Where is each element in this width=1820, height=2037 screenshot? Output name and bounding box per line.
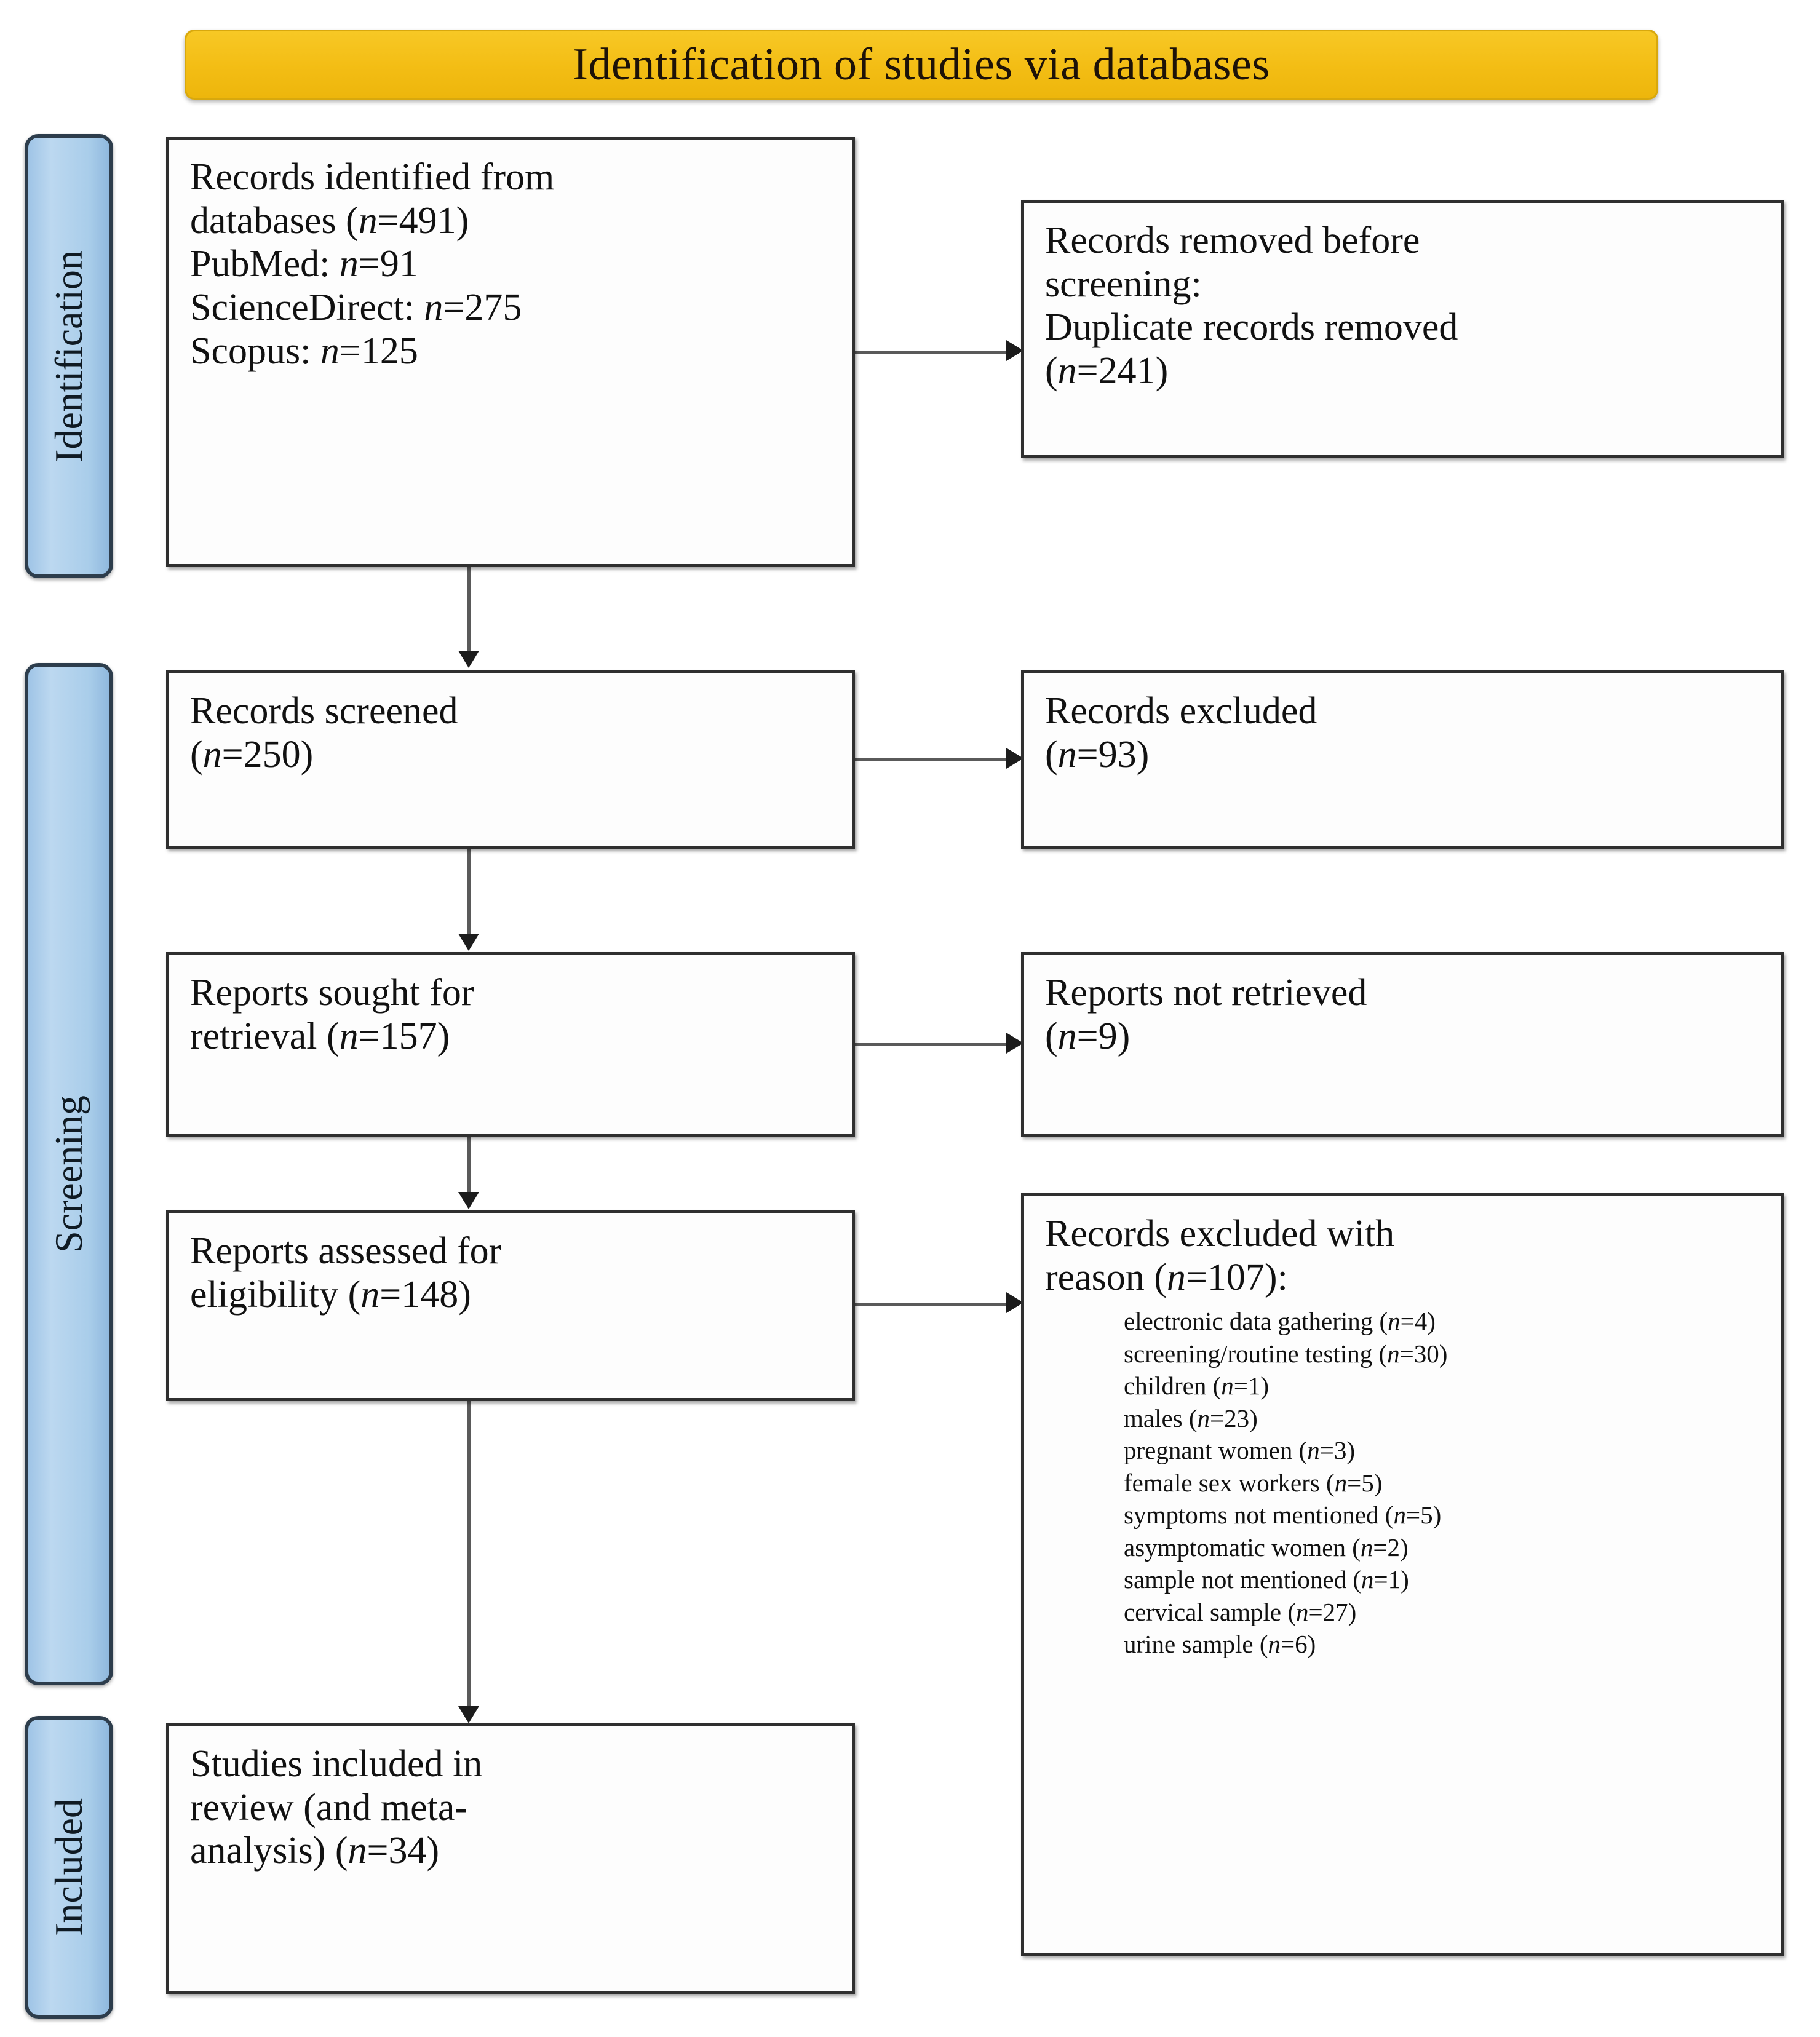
exclusion-reason-item: cervical sample (n=27) <box>1124 1597 1357 1626</box>
exclusion-reason-item: sample not mentioned (n=1) <box>1124 1565 1409 1594</box>
arrow-identified-to-screened <box>458 651 479 668</box>
box-records-excluded-with-reason-heading: Records excluded with reason (n=107): <box>1045 1213 1395 1298</box>
box-records-removed: Records removed before screening: Duplic… <box>1021 200 1784 458</box>
box-records-excluded-text: Records excluded (n=93) <box>1045 690 1317 776</box>
connector-screened-to-sought <box>467 849 471 936</box>
arrow-sought-to-assessed <box>458 1192 479 1209</box>
box-reports-sought-text: Reports sought for retrieval (n=157) <box>190 972 474 1057</box>
exclusion-reason-item: symptoms not mentioned (n=5) <box>1124 1501 1442 1530</box>
box-studies-included: Studies included in review (and meta- an… <box>166 1723 855 1994</box>
stage-label-identification: Identification <box>47 250 90 463</box>
arrow-screened-to-excluded <box>1006 748 1023 769</box>
connector-sought-to-notretrieved <box>855 1043 1007 1046</box>
stage-tab-screening: Screening <box>25 663 113 1685</box>
exclusion-reason-item: screening/routine testing (n=30) <box>1124 1339 1448 1368</box>
arrow-sought-to-notretrieved <box>1006 1033 1023 1054</box>
connector-sought-to-assessed <box>467 1137 471 1194</box>
exclusion-reason-item: electronic data gathering (n=4) <box>1124 1307 1436 1336</box>
box-reports-not-retrieved: Reports not retrieved (n=9) <box>1021 952 1784 1137</box>
connector-identified-to-removed <box>855 351 1007 354</box>
box-records-removed-text: Records removed before screening: Duplic… <box>1045 220 1458 392</box>
connector-screened-to-excluded <box>855 758 1007 761</box>
box-studies-included-text: Studies included in review (and meta- an… <box>190 1743 483 1872</box>
box-records-excluded-with-reason: Records excluded with reason (n=107): el… <box>1021 1193 1784 1956</box>
box-reports-not-retrieved-text: Reports not retrieved (n=9) <box>1045 972 1367 1057</box>
stage-label-included: Included <box>47 1798 90 1936</box>
exclusion-reason-item: pregnant women (n=3) <box>1124 1436 1356 1465</box>
connector-assessed-to-included <box>467 1401 471 1709</box>
exclusion-reason-item: female sex workers (n=5) <box>1124 1468 1383 1497</box>
box-records-screened-text: Records screened (n=250) <box>190 690 458 776</box>
exclusion-reason-item: urine sample (n=6) <box>1124 1630 1316 1659</box>
box-reports-assessed: Reports assessed for eligibility (n=148) <box>166 1210 855 1401</box>
box-records-excluded: Records excluded (n=93) <box>1021 670 1784 849</box>
box-reports-sought: Reports sought for retrieval (n=157) <box>166 952 855 1137</box>
exclusion-reasons-list: electronic data gathering (n=4) screening… <box>1124 1305 1763 1660</box>
exclusion-reason-item: males (n=23) <box>1124 1404 1258 1432</box>
arrow-assessed-to-included <box>458 1706 479 1723</box>
exclusion-reason-item: children (n=1) <box>1124 1372 1270 1400</box>
connector-identified-to-screened <box>467 567 471 653</box>
arrow-assessed-to-excluded-reason <box>1006 1292 1023 1313</box>
box-reports-assessed-text: Reports assessed for eligibility (n=148) <box>190 1230 502 1316</box>
stage-label-screening: Screening <box>47 1095 90 1253</box>
stage-tab-included: Included <box>25 1716 113 2019</box>
arrow-screened-to-sought <box>458 934 479 951</box>
stage-tab-identification: Identification <box>25 134 113 578</box>
box-records-identified: Records identified from databases (n=491… <box>166 137 855 567</box>
box-records-identified-text: Records identified from databases (n=491… <box>190 156 555 372</box>
banner-title: Identification of studies via databases <box>573 39 1270 90</box>
box-records-screened: Records screened (n=250) <box>166 670 855 849</box>
diagram-banner: Identification of studies via databases <box>185 30 1658 100</box>
connector-assessed-to-excluded-reason <box>855 1303 1007 1306</box>
arrow-identified-to-removed <box>1006 340 1023 361</box>
exclusion-reason-item: asymptomatic women (n=2) <box>1124 1533 1409 1562</box>
